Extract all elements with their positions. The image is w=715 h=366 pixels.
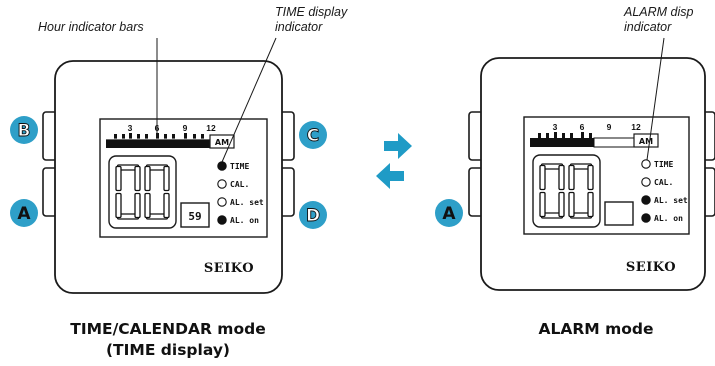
right-watch: 3 6 9 12 AM TIME CAL. AL. set A (435, 57, 715, 338)
right-tick-9: 9 (607, 122, 612, 132)
left-tick-9: 9 (183, 123, 188, 133)
left-seconds-digits: 59 (188, 210, 201, 223)
left-main-digits (115, 164, 170, 220)
left-am-box (209, 134, 235, 149)
left-button-a[interactable]: A (10, 199, 38, 227)
left-indicator-alon-label: AL. on (230, 216, 259, 225)
right-indicator-cal-label: CAL. (654, 178, 673, 187)
left-tick-3: 3 (128, 123, 133, 133)
right-digit-frame (532, 154, 601, 228)
left-indicator-alset-label: AL. set (230, 198, 264, 207)
left-digit-2 (144, 164, 170, 220)
left-caption-line2: (TIME display) (106, 341, 230, 359)
left-digit-frame (108, 155, 177, 229)
left-button-b-label: B (18, 121, 31, 141)
left-indicator-list: TIME CAL. AL. set AL. on (217, 161, 264, 225)
leader-time-display (221, 37, 277, 163)
left-indicator-time-dot (217, 161, 227, 171)
left-button-d-label: D (306, 206, 320, 226)
left-indicator-alon-dot (217, 215, 227, 225)
left-indicator-cal-label: CAL. (230, 180, 249, 189)
annotation-hour-bars: Hour indicator bars (38, 20, 144, 34)
right-indicator-alset-label: AL. set (654, 196, 688, 205)
right-brand-logo: SEIKO (626, 260, 676, 275)
left-button-c[interactable]: C (299, 121, 327, 149)
annotation-time-display-line1: TIME display (275, 5, 348, 19)
left-seconds-box (180, 202, 210, 228)
right-button-a[interactable]: A (435, 199, 463, 227)
left-am-label: AM (215, 138, 229, 147)
right-tick-12: 12 (631, 122, 641, 132)
left-indicator-alset-dot (217, 197, 227, 207)
right-seconds-box (604, 201, 634, 226)
left-tick-12: 12 (206, 123, 216, 133)
left-button-a-label: A (17, 204, 31, 224)
right-digit-2 (568, 163, 594, 219)
left-indicator-cal-dot (217, 179, 227, 189)
left-button-d[interactable]: D (299, 201, 327, 229)
left-brand-logo: SEIKO (204, 261, 254, 276)
annotation-alarm-display-line2: indicator (624, 20, 672, 34)
right-indicator-alon-label: AL. on (654, 214, 683, 223)
right-caption-line1: ALARM mode (538, 320, 653, 338)
right-tick-6: 6 (580, 122, 585, 132)
right-indicator-alset-dot (641, 195, 651, 205)
right-am-box (633, 133, 659, 148)
right-tick-3: 3 (553, 122, 558, 132)
right-indicator-list: TIME CAL. AL. set AL. on (641, 159, 688, 223)
arrow-right-icon (384, 133, 412, 159)
annotation-time-display-line2: indicator (275, 20, 323, 34)
right-indicator-alon-dot (641, 213, 651, 223)
annotation-alarm-display-line1: ALARM disp (623, 5, 694, 19)
right-digit-1 (539, 163, 565, 219)
left-caption-line1: TIME/CALENDAR mode (70, 320, 265, 338)
right-am-label: AM (639, 137, 653, 146)
left-button-c-label: C (307, 126, 319, 146)
right-button-a-label: A (442, 204, 456, 224)
arrow-left-icon (376, 163, 404, 189)
right-indicator-time-dot (641, 159, 651, 169)
left-button-b[interactable]: B (10, 116, 38, 144)
leader-alarm-display (646, 37, 665, 161)
right-indicator-cal-dot (641, 177, 651, 187)
left-watch: 3 6 9 12 AM 59 (10, 60, 327, 359)
left-digit-1 (115, 164, 141, 220)
right-main-digits (539, 163, 594, 219)
left-indicator-time-label: TIME (230, 162, 249, 171)
right-indicator-time-label: TIME (654, 160, 673, 169)
